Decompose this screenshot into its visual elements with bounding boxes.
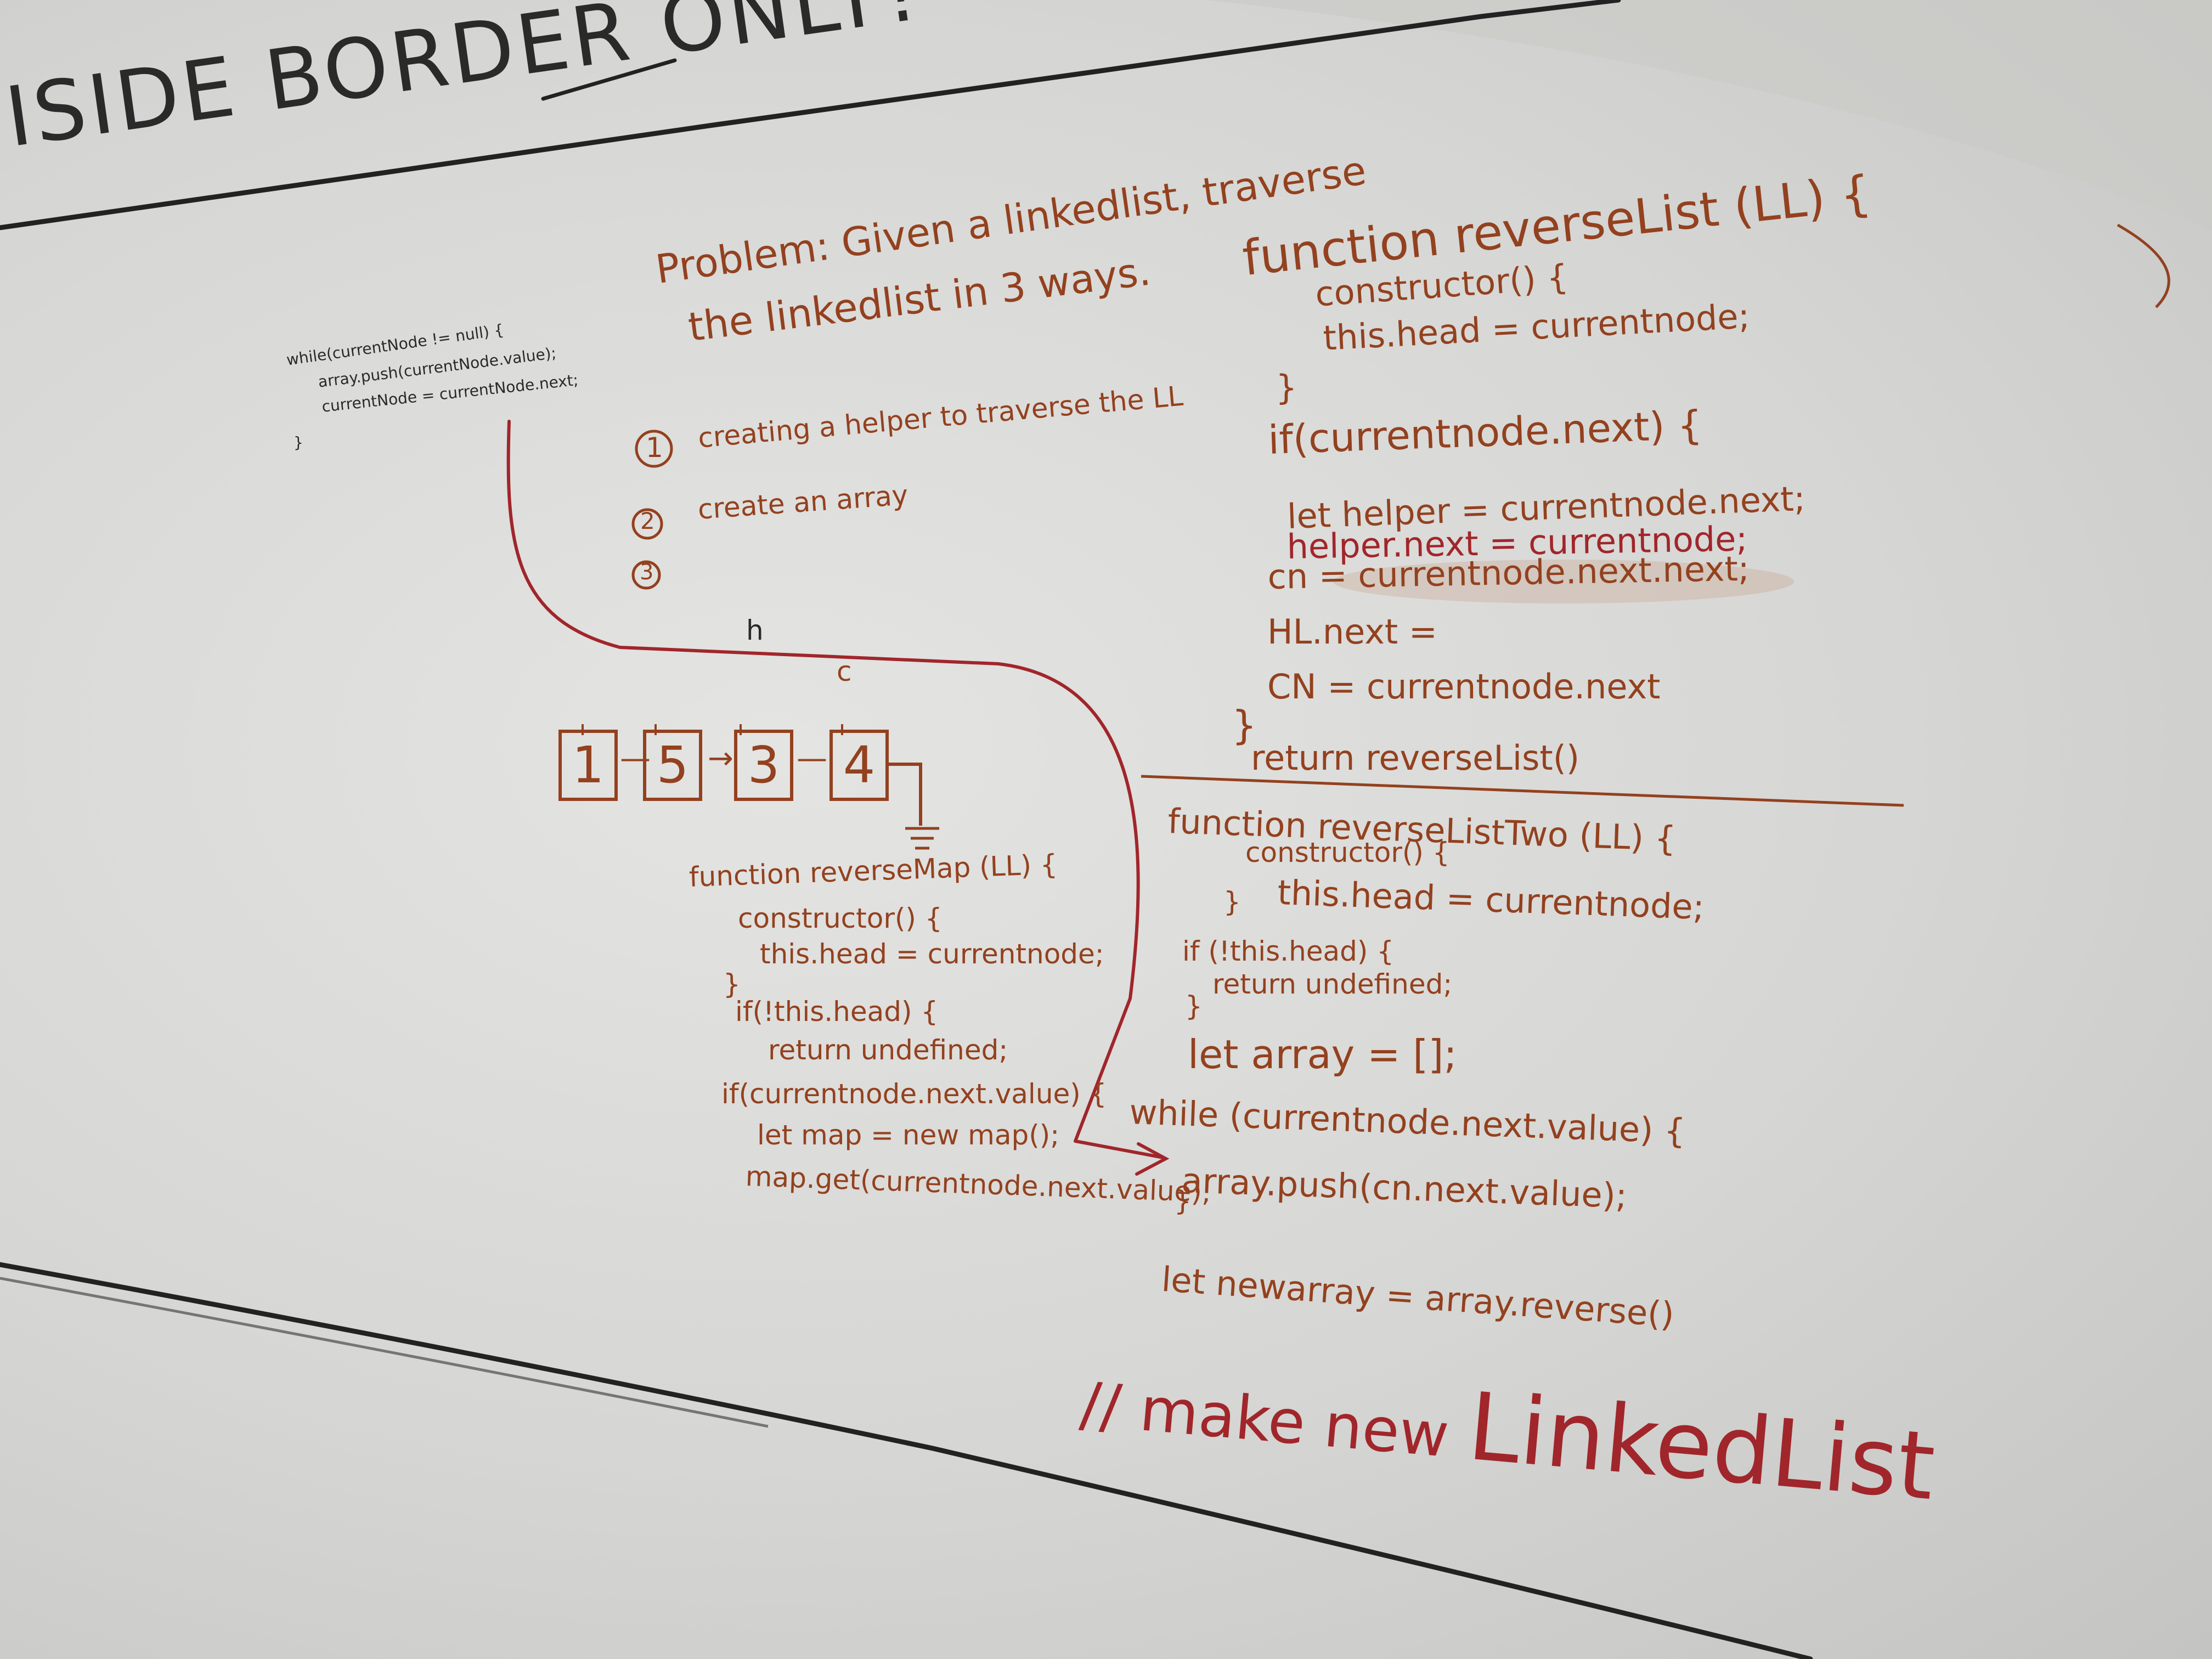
reverse-list-two-line-4: } (1223, 886, 1241, 918)
reverse-map-line-7: if(currentnode.next.value) { (721, 1078, 1107, 1110)
red-arrow-head (1135, 1142, 1170, 1176)
circle-item-1 (635, 430, 673, 468)
node-ticks (582, 724, 843, 735)
reverse-map-line-2: constructor() { (738, 902, 943, 934)
right-arc (2117, 223, 2170, 308)
problem-item-1-num: 1 (646, 432, 663, 464)
linked-list-node-2: 5 (643, 730, 702, 801)
top-border-line (0, 0, 1621, 230)
section-divider (1141, 775, 1904, 807)
eraser-smudge (1333, 560, 1794, 603)
reverse-list-two-line-7: } (1185, 990, 1203, 1022)
reverse-list-two-line-11: } (1174, 1185, 1192, 1217)
top-left-code-line-4: } (294, 433, 303, 452)
reverse-map-line-8: let map = new map(); (757, 1119, 1060, 1151)
reverse-list-two-line-6: return undefined; (1212, 968, 1453, 1000)
reverse-list-two-line-2: constructor() { (1245, 837, 1450, 868)
mark-c: c (837, 656, 852, 687)
reverse-map-line-4: } (723, 968, 741, 1000)
red-connector-arrow (506, 420, 1165, 1159)
reverse-list-line-11: } (1232, 702, 1257, 748)
reverse-list-line-9: HL.next = (1267, 612, 1437, 652)
reverse-list-line-12: return reverseList() (1251, 738, 1580, 778)
mark-h: h (746, 614, 764, 646)
reverse-list-line-10: CN = currentnode.next (1267, 667, 1661, 707)
ground-symbol (905, 827, 939, 850)
reverse-list-two-line-5: if (!this.head) { (1182, 935, 1395, 967)
problem-item-2-num: 2 (640, 507, 655, 534)
bottom-border-line (0, 1262, 1813, 1659)
corner-shadow (1207, 0, 2212, 230)
circle-item-2 (631, 508, 663, 540)
circle-item-3 (631, 560, 661, 590)
linked-list-node-4: 4 (830, 730, 889, 801)
reverse-map-line-5: if(!this.head) { (735, 996, 939, 1028)
node-tail-line (889, 763, 922, 826)
linked-list-node-1: 1 (558, 730, 618, 801)
reverse-list-line-4: } (1276, 368, 1297, 408)
problem-item-3-num: 3 (640, 560, 654, 585)
reverse-list-two-line-8: let array = []; (1188, 1031, 1457, 1077)
reverse-list-line-8: cn = currentnode.next.next; (1267, 548, 1750, 597)
node-link-3-icon: — (797, 741, 827, 776)
reverse-map-line-3: this.head = currentnode; (760, 938, 1104, 970)
linked-list-node-3: 3 (734, 730, 793, 801)
only-underline (541, 58, 677, 101)
node-link-2-icon: → (708, 741, 733, 776)
bottom-border-line-2 (0, 1277, 769, 1428)
reverse-map-line-6: return undefined; (768, 1034, 1008, 1066)
